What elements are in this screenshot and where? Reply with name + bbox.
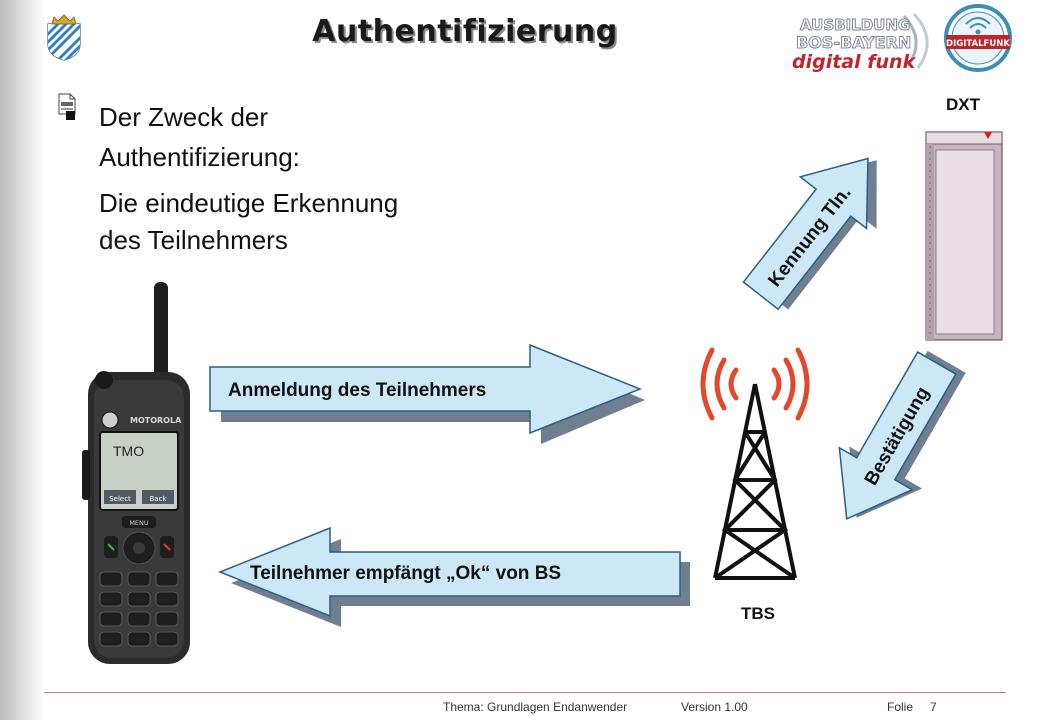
tbs-base-station-tower [700, 347, 810, 580]
arrow-ok: Teilnehmer empfängt „Ok“ von BS [217, 526, 690, 627]
footer-version: Version 1.00 [681, 700, 748, 714]
dxt-switch-cabinet [925, 131, 1003, 341]
signal-waves-icon [700, 347, 810, 421]
bullet-text-line2: Authentifizierung: [99, 142, 300, 172]
left-gradient-band [0, 0, 46, 720]
sub-text-line2: des Teilnehmers [99, 225, 288, 255]
slide-title: Authentifizierung [312, 14, 618, 49]
arrow-ok-label: Teilnehmer empfängt „Ok“ von BS [250, 563, 561, 584]
tetra-radio-handset: MOTOROLA Select Back MENU [82, 282, 190, 664]
bullet-text-line1: Der Zweck der [99, 102, 269, 132]
bos-logo-line3: digital funk [792, 51, 917, 72]
bullet-marker [66, 111, 75, 120]
bos-logo-line2: BOS-BAYERN [796, 33, 911, 52]
arrow-registration: Anmeldung des Teilnehmers [209, 343, 645, 444]
bavaria-crest-icon [47, 14, 81, 61]
phone-softkey-left: Select [109, 495, 131, 503]
phone-menu-key: MENU [129, 519, 149, 527]
footer-rule [44, 692, 1006, 693]
phone-softkey-right: Back [150, 495, 168, 503]
pdf-file-icon[interactable] [56, 93, 78, 115]
arrow-registration-label: Anmeldung des Teilnehmers [228, 380, 486, 401]
digitalfunk-logo-text: DIGITALFUNK [946, 39, 1010, 49]
footer-topic: Thema: Grundlagen Endanwender [443, 700, 628, 714]
dxt-label: DXT [946, 95, 980, 114]
footer-slide-number: 7 [930, 700, 937, 714]
arrow-identity: Kennung Tln. [742, 157, 877, 311]
arrow-confirm: Bestätigung [838, 350, 966, 521]
footer-slide-label: Folie [887, 700, 914, 714]
tbs-label: TBS [741, 604, 775, 623]
digitalfunk-badge-logo: DIGITALFUNK [944, 4, 1012, 72]
ausbildung-bos-bayern-logo: AUSBILDUNG BOS-BAYERN digital funk [792, 12, 929, 72]
sub-text-line1: Die eindeutige Erkennung [99, 188, 399, 218]
bos-logo-line1: AUSBILDUNG [800, 16, 910, 34]
phone-screen-label: TMO [113, 443, 145, 459]
phone-brand-text: MOTOROLA [130, 416, 182, 425]
